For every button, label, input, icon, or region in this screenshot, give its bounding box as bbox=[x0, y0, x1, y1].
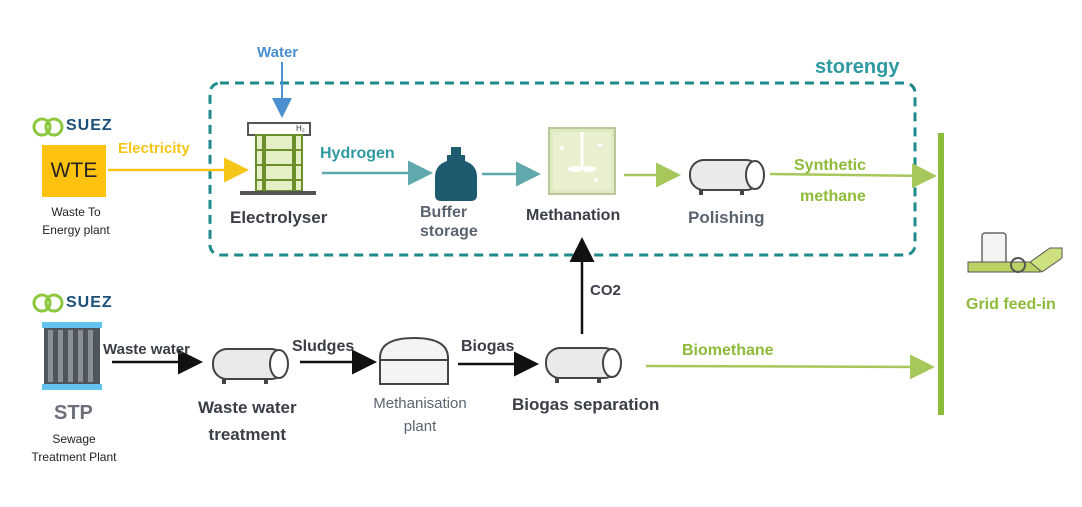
ww-treatment-line1: Waste water bbox=[198, 398, 297, 417]
wte-caption: Waste To Energy plant bbox=[24, 203, 128, 239]
biogas-separation-label: Biogas separation bbox=[512, 395, 660, 414]
wte-caption-line2: Energy plant bbox=[42, 223, 110, 237]
synthetic-line1: Synthetic bbox=[794, 157, 867, 174]
synthetic-methane-arrow bbox=[769, 163, 937, 189]
synthetic-methane-label: Synthetic methane bbox=[794, 150, 866, 212]
storengy-brand: storengy bbox=[815, 56, 900, 78]
grid-feed-in-icon bbox=[967, 232, 1063, 273]
ww-treatment-line2: treatment bbox=[208, 425, 287, 444]
suez-top-brand: SUEZ bbox=[66, 117, 113, 134]
biogas-separation-tank-icon bbox=[545, 347, 622, 383]
methanisation-line1: Methanisation bbox=[373, 395, 467, 412]
methanation-label: Methanation bbox=[526, 207, 621, 224]
biomethane-arrow bbox=[645, 354, 935, 380]
electricity-label: Electricity bbox=[118, 140, 190, 157]
stp-caption-line2: Treatment Plant bbox=[31, 450, 117, 464]
electrolyser-label: Electrolyser bbox=[230, 208, 328, 227]
hydrogen-label: Hydrogen bbox=[320, 145, 395, 162]
grid-feed-in-label: Grid feed-in bbox=[966, 296, 1056, 313]
buffer-line1: Buffer bbox=[420, 204, 468, 221]
co2-label: CO2 bbox=[590, 282, 621, 299]
grid-bar bbox=[938, 133, 944, 415]
polishing-label: Polishing bbox=[688, 208, 765, 227]
waste-water-treatment-tank-icon bbox=[212, 348, 289, 384]
methanisation-line2: plant bbox=[403, 418, 437, 435]
wte-caption-line1: Waste To bbox=[51, 205, 101, 219]
sludges-label: Sludges bbox=[292, 338, 355, 355]
suez-logo-bottom-icon bbox=[32, 293, 64, 313]
stp-label: STP bbox=[54, 402, 93, 424]
wte-box-label: WTE bbox=[50, 159, 98, 182]
waste-water-label: Waste water bbox=[103, 341, 190, 358]
stp-caption-line1: Sewage bbox=[52, 432, 96, 446]
hydrogen-bottle-icon bbox=[435, 147, 477, 201]
polishing-tank-icon bbox=[689, 159, 765, 195]
methanisation-plant-icon bbox=[379, 336, 449, 385]
biomethane-label: Biomethane bbox=[682, 342, 774, 359]
buffer-line2: storage bbox=[420, 223, 478, 240]
synthetic-line2: methane bbox=[800, 188, 866, 205]
ww-treatment-label: Waste water treatment bbox=[198, 394, 297, 448]
biogas-label: Biogas bbox=[461, 338, 515, 355]
methanisation-plant-label: Methanisation plant bbox=[360, 392, 480, 438]
suez-bottom-brand: SUEZ bbox=[66, 294, 113, 311]
electrolyser-icon bbox=[240, 122, 316, 195]
wte-box bbox=[42, 145, 106, 197]
buffer-storage-label: Buffer storage bbox=[420, 203, 478, 241]
h2-tag: H₂ bbox=[296, 124, 305, 133]
water-label: Water bbox=[257, 44, 299, 61]
stp-plant-icon bbox=[42, 322, 102, 390]
stp-caption: Sewage Treatment Plant bbox=[14, 430, 134, 466]
methanation-reactor-icon bbox=[548, 127, 616, 195]
suez-logo-top-icon bbox=[32, 117, 64, 137]
